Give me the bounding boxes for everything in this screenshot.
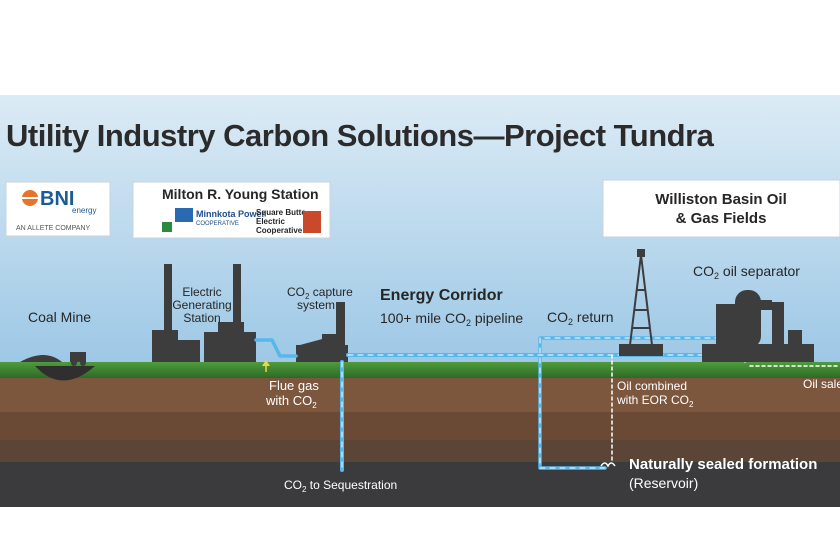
page-title: Utility Industry Carbon Solutions—Projec… [6,118,715,153]
co2-capture-system [296,302,348,362]
pipeline-label: 100+ mile CO2 pipeline [380,310,523,328]
coal-mine [20,352,95,381]
milton-title: Milton R. Young Station [162,186,319,202]
minnkota-logo-icon [175,208,193,222]
oil-sales-label: Oil sale [803,377,840,391]
williston-line2: & Gas Fields [676,210,767,227]
small-green-logo-icon [162,222,172,232]
oil-separator-label: CO2 oil separator [693,263,800,281]
capture-label-line1: CO2 capture [287,285,353,301]
square-butte-electric: Electric [256,217,285,226]
minnkota-name: Minnkota Power [196,209,266,219]
oil-combined-label-line2: with EOR CO2 [616,393,694,409]
reservoir-label: (Reservoir) [629,475,698,491]
square-butte-cooperative: Cooperative [256,226,303,235]
generating-station-label-2: Generating [172,298,231,312]
oil-separator [702,290,814,362]
bni-logo-text: BNI [40,188,74,210]
generating-station-label-1: Electric [182,285,221,299]
milton-young-box: Milton R. Young Station Minnkota Power C… [132,181,331,239]
capture-label-line2: system [297,298,335,312]
williston-box: Williston Basin Oil & Gas Fields [602,179,840,238]
williston-line1: Williston Basin Oil [655,191,787,208]
co2-return-label: CO2 return [547,309,613,327]
sequestration-label: CO2 to Sequestration [284,478,397,494]
bni-tagline: AN ALLETE COMPANY [16,225,91,232]
oil-combined-label-line1: Oil combined [617,379,687,393]
bni-logo-box: BNI energy AN ALLETE COMPANY [5,181,111,237]
generating-station [152,264,256,362]
bni-logo-sub: energy [72,206,96,215]
ground-layers [0,362,840,507]
square-butte-logo-icon [303,211,321,233]
energy-corridor-label: Energy Corridor [380,287,503,304]
generating-station-label-3: Station [183,311,220,325]
flue-gas-label-line1: Flue gas [269,378,319,393]
square-butte-name: Square Butte [256,208,306,217]
injection-icon [600,462,616,468]
oil-derrick [619,249,663,356]
flue-gas-arrow [262,360,270,372]
coal-mine-label: Coal Mine [28,309,91,325]
minnkota-cooperative: COOPERATIVE [196,221,239,227]
formation-label: Naturally sealed formation [629,456,817,473]
flue-gas-label-line2: with CO2 [265,393,317,410]
